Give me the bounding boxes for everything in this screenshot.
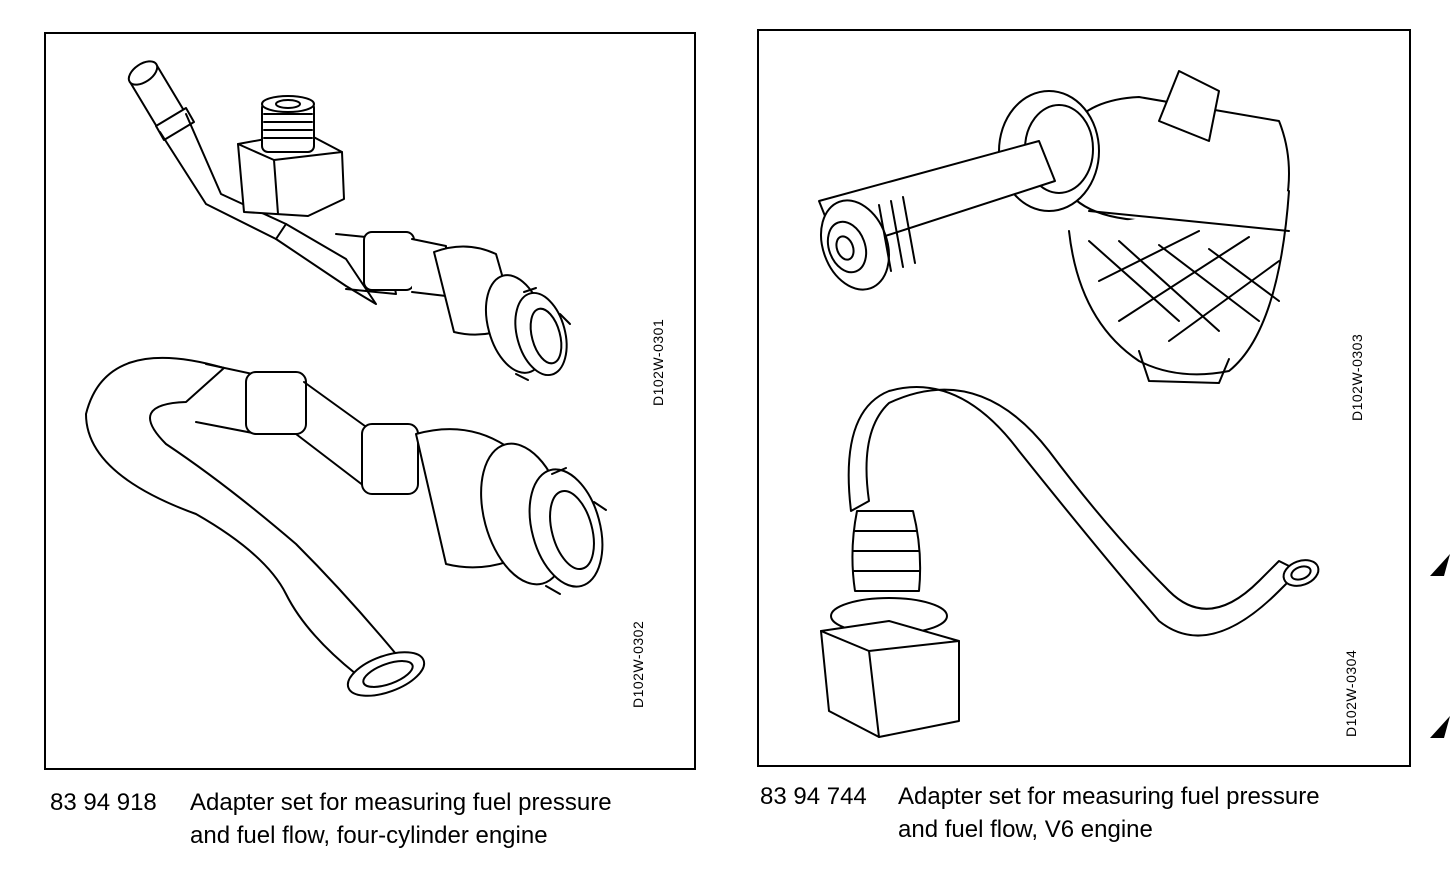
figure-code-upper: D102W-0303 xyxy=(1349,333,1365,421)
s-pipe-drawing xyxy=(820,386,1320,738)
caption-description: Adapter set for measuring fuel pressure … xyxy=(190,786,612,852)
figure-code-lower: D102W-0302 xyxy=(630,620,646,708)
swivel-fitting-drawing xyxy=(818,70,1290,384)
caption-line-1: Adapter set for measuring fuel pressure xyxy=(190,789,612,816)
bent-hose-drawing xyxy=(85,356,607,697)
part-number: 83 94 744 xyxy=(760,783,867,810)
figure-panel-four-cylinder: D102W-0301 D102W-0302 xyxy=(44,32,696,770)
figure-code-upper: D102W-0301 xyxy=(650,318,666,406)
figure-code-lower: D102W-0304 xyxy=(1343,649,1359,737)
part-number: 83 94 918 xyxy=(50,789,157,816)
t-fitting-drawing xyxy=(127,60,571,381)
caption-line-2: and fuel flow, four-cylinder engine xyxy=(190,822,548,849)
caption-description: Adapter set for measuring fuel pressure … xyxy=(898,780,1320,846)
caption-line-2: and fuel flow, V6 engine xyxy=(898,816,1153,843)
caption-four-cylinder: 83 94 918 Adapter set for measuring fuel… xyxy=(50,786,700,856)
adapter-set-v6-illustration xyxy=(818,70,1320,738)
scan-artifact-marks xyxy=(1430,554,1450,738)
caption-v6: 83 94 744 Adapter set for measuring fuel… xyxy=(760,780,1410,850)
caption-line-1: Adapter set for measuring fuel pressure xyxy=(898,783,1320,810)
adapter-set-four-cylinder-illustration xyxy=(85,60,607,697)
figure-panel-v6: D102W-0303 D102W-0304 xyxy=(757,29,1411,767)
